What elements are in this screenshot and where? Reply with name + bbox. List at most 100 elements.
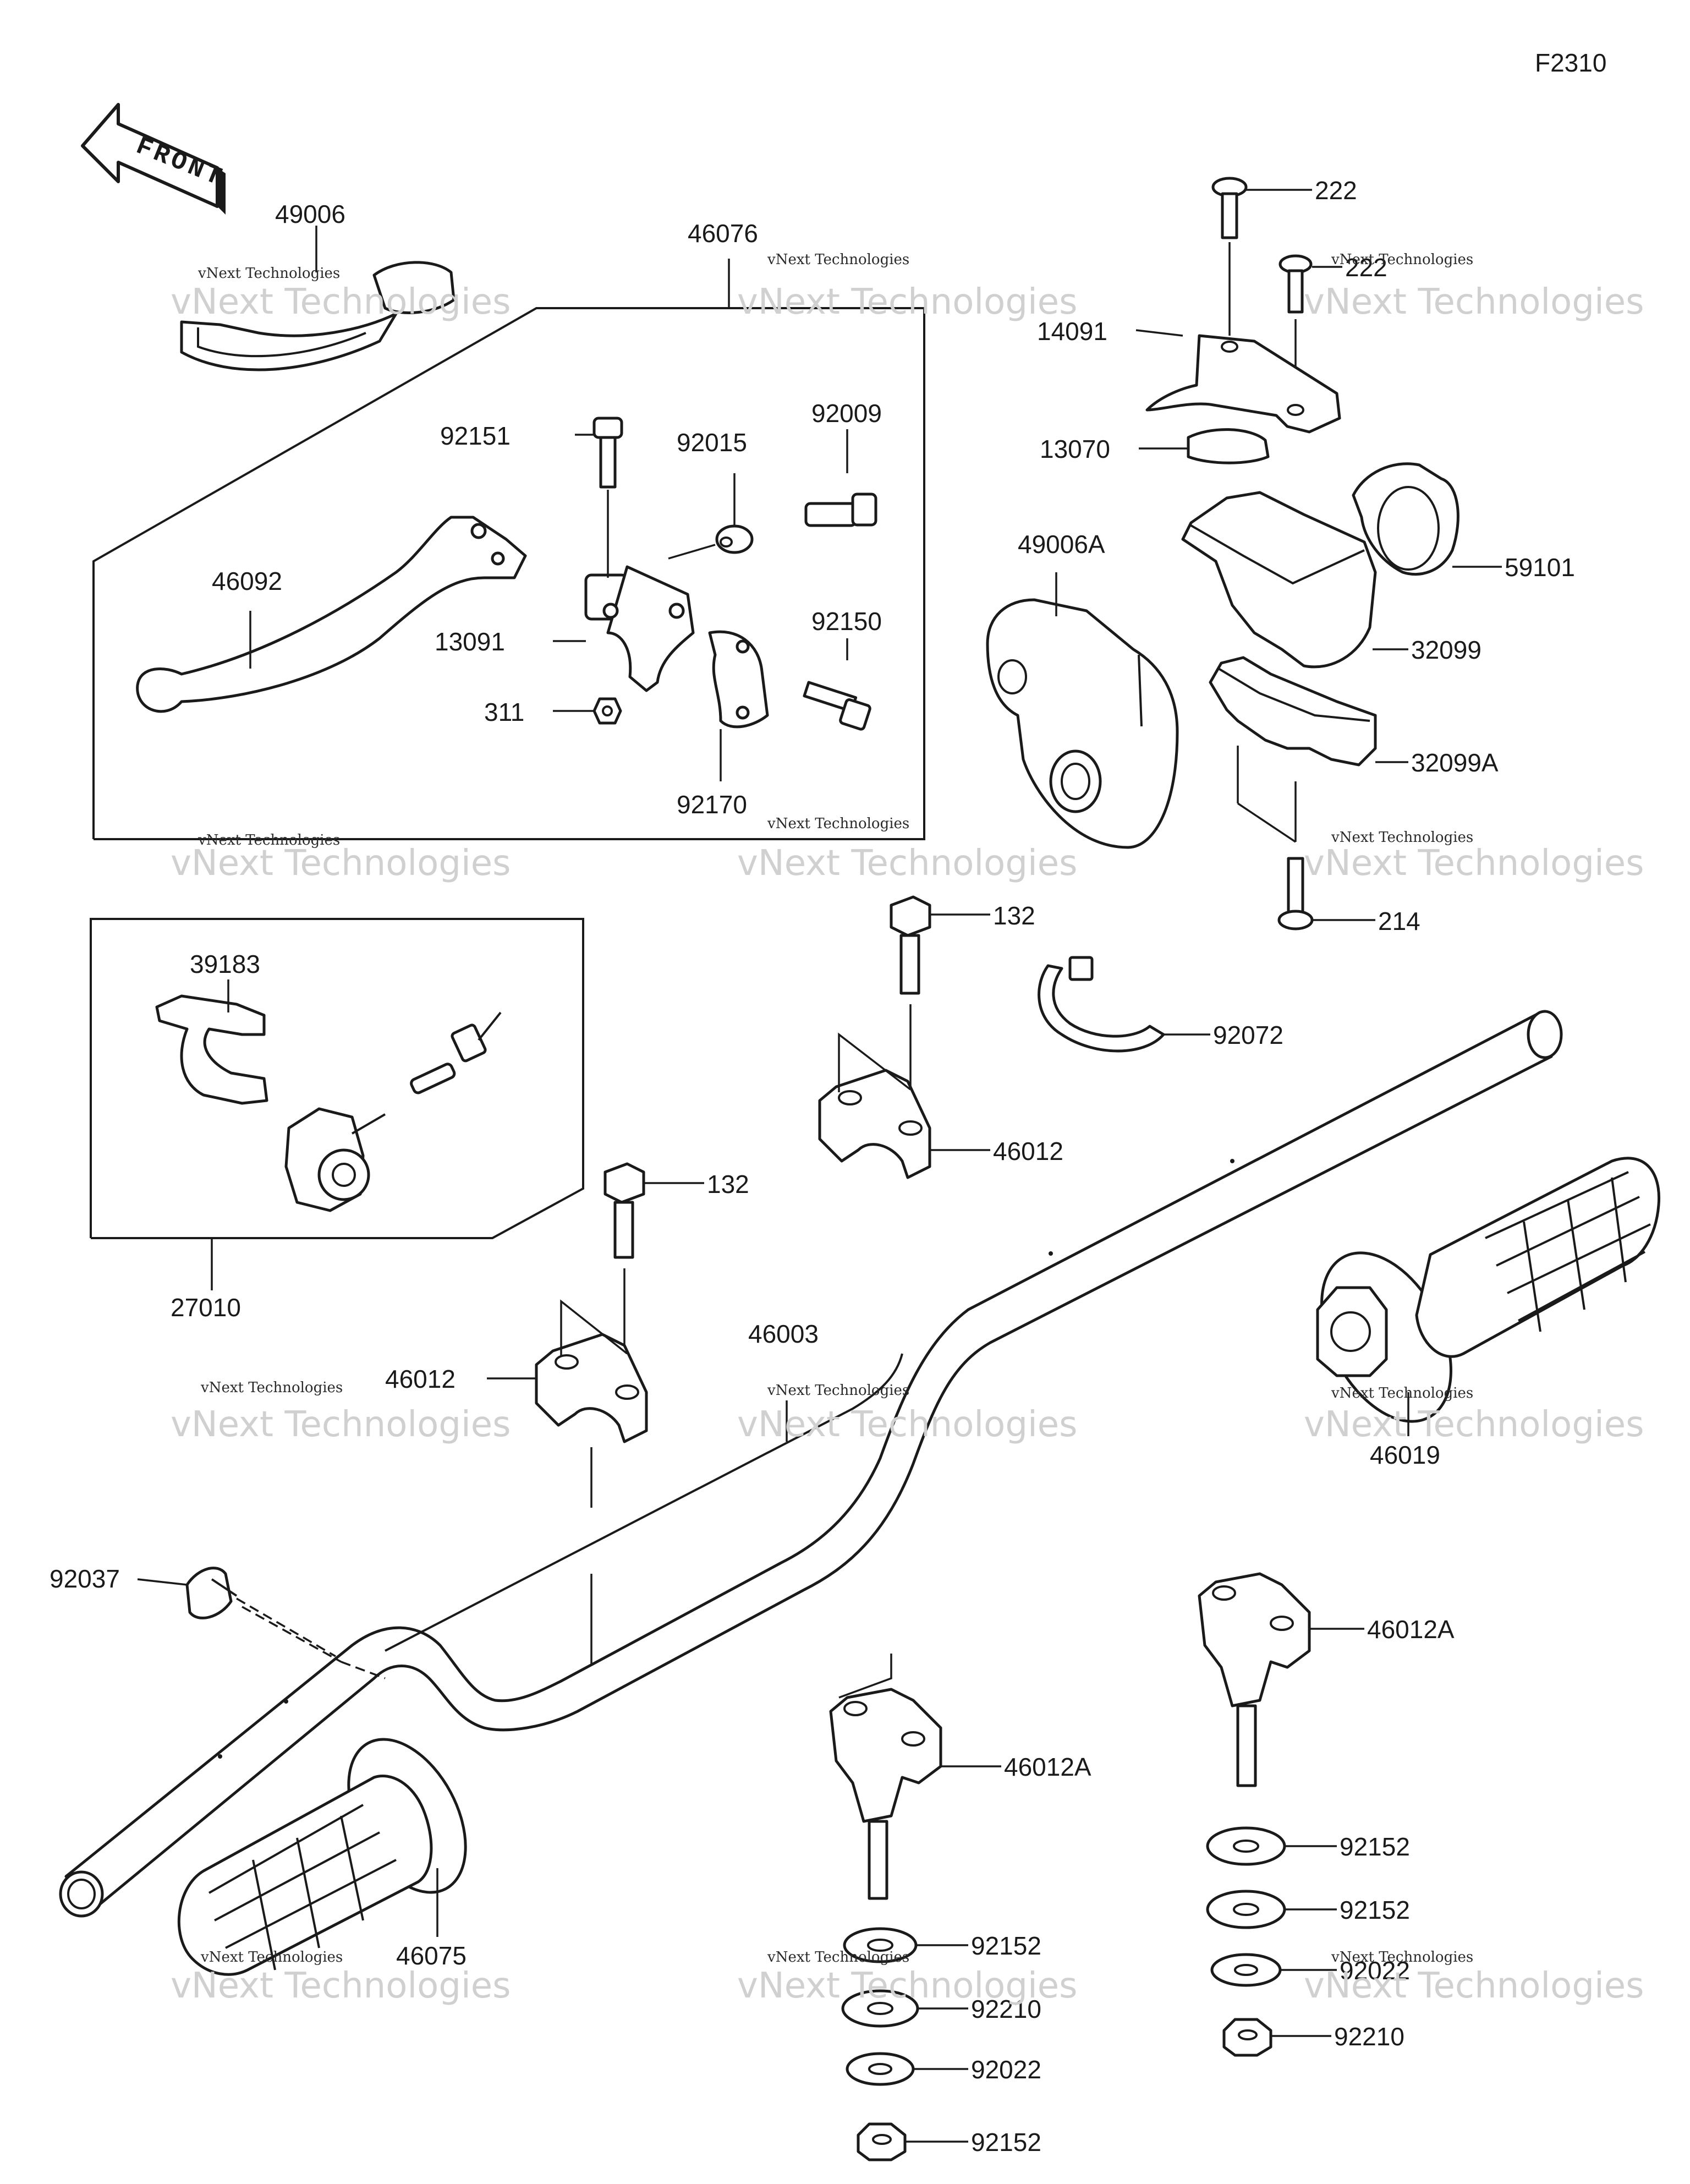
watermark-8-text: vNext Technologies	[767, 1382, 909, 1399]
screw-222-a	[1211, 177, 1248, 336]
watermark-1-back: vNext Technologies	[171, 282, 511, 322]
washer-92152-c	[1206, 1826, 1286, 1866]
label-92072: 92072	[1213, 1021, 1283, 1049]
watermark-3-text: vNext Technologies	[1331, 251, 1473, 268]
watermark-8-back: vNext Technologies	[737, 1404, 1077, 1445]
throttle-case-32099	[1181, 491, 1377, 669]
watermark-7-back: vNext Technologies	[171, 1404, 511, 1445]
label-46092: 46092	[212, 567, 282, 595]
label-222-b: 222	[1345, 253, 1387, 282]
watermark-5-back: vNext Technologies	[737, 843, 1077, 884]
label-27010: 27010	[171, 1293, 241, 1322]
watermark-4-text: vNext Technologies	[197, 832, 340, 849]
watermark-9-text: vNext Technologies	[1331, 1385, 1473, 1402]
lever-guard-49006	[180, 226, 456, 371]
handlebar-46003	[59, 1010, 1563, 1918]
label-46012A-a: 46012A	[1367, 1615, 1455, 1644]
washer-92022-a	[846, 2052, 915, 2086]
label-222-a: 222	[1315, 176, 1357, 205]
bolt-132-b	[603, 1162, 645, 1351]
throttle-housing-49006A	[986, 572, 1179, 849]
watermark-5: vNext Technologies vNext Technologies	[737, 815, 1077, 884]
kill-switch	[284, 1011, 502, 1212]
washer-92152-b	[841, 1989, 919, 2028]
watermark-6: vNext Technologies vNext Technologies	[1304, 829, 1644, 884]
nut-92210-a	[857, 2122, 907, 2161]
label-49006A: 49006A	[1018, 530, 1105, 559]
watermark-11-text: vNext Technologies	[767, 1949, 909, 1966]
label-92210-b: 92210	[1334, 2022, 1404, 2051]
label-32099A: 32099A	[1411, 748, 1499, 777]
watermark-2: vNext Technologies vNext Technologies	[737, 251, 1077, 322]
diagram-code: F2310	[1535, 48, 1606, 77]
adjuster-92009	[804, 429, 877, 527]
watermark-3: vNext Technologies vNext Technologies	[1304, 251, 1644, 322]
watermark-11: vNext Technologies vNext Technologies	[737, 1949, 1077, 2006]
watermark-2-text: vNext Technologies	[767, 251, 909, 268]
front-arrow-icon: FRONT	[81, 103, 228, 215]
lever-group-box	[92, 307, 925, 840]
label-92210-a: 92152	[971, 2128, 1041, 2156]
label-214: 214	[1378, 907, 1420, 935]
watermark-9-back: vNext Technologies	[1304, 1404, 1644, 1445]
watermark-12: vNext Technologies vNext Technologies	[1304, 1949, 1644, 2006]
label-13091: 13091	[435, 627, 505, 656]
label-92022-b: 92022	[1340, 1956, 1410, 1985]
label-46075: 46075	[396, 1941, 467, 1970]
watermark-3-back: vNext Technologies	[1304, 282, 1644, 322]
label-132-a: 132	[993, 901, 1035, 930]
grip-46019	[1316, 1157, 1661, 1436]
watermark-8: vNext Technologies vNext Technologies	[737, 1382, 1077, 1445]
throttle-case-32099A	[1209, 656, 1377, 843]
watermark-9: vNext Technologies vNext Technologies	[1304, 1385, 1644, 1445]
label-92152-b: 92152	[971, 1931, 1041, 1960]
label-92152-c: 92152	[1340, 1896, 1410, 1924]
watermark-4: vNext Technologies vNext Technologies	[171, 832, 511, 884]
watermark-6-text: vNext Technologies	[1331, 829, 1473, 846]
lever-holder-13091	[584, 565, 769, 729]
bolt-132-a	[890, 895, 931, 1090]
handlebar-clamp-46012-top	[818, 1032, 931, 1179]
watermark-10-back: vNext Technologies	[171, 1966, 511, 2006]
bolt-92151	[592, 417, 623, 578]
watermark-7-text: vNext Technologies	[200, 1380, 343, 1396]
label-46019: 46019	[1370, 1441, 1440, 1469]
leader-lines	[137, 189, 1502, 2143]
riser-46012A-left	[829, 1654, 942, 1900]
screw-222-b	[1279, 254, 1313, 402]
label-92170: 92170	[677, 790, 747, 819]
riser-46012A-right	[1198, 1572, 1311, 1787]
label-13070: 13070	[1040, 435, 1110, 463]
label-92009: 92009	[811, 399, 882, 428]
nut-311	[592, 697, 622, 725]
watermark-1-text: vNext Technologies	[197, 265, 340, 282]
clip-92037	[185, 1567, 336, 1657]
clutch-lever-46092	[136, 516, 527, 713]
watermark-2-back: vNext Technologies	[737, 282, 1077, 322]
label-14091: 14091	[1037, 317, 1107, 346]
nut-92015	[715, 524, 754, 554]
label-92022-a: 92022	[971, 2055, 1041, 2084]
cable-guide-13070	[1187, 428, 1270, 464]
clamp-39183	[155, 979, 268, 1105]
watermarks: vNext Technologies vNext Technologies vN…	[171, 251, 1644, 2006]
watermark-1: vNext Technologies vNext Technologies	[171, 265, 511, 322]
label-59101: 59101	[1505, 553, 1575, 582]
nut-92210-b	[1222, 2018, 1272, 2057]
label-46076: 46076	[688, 219, 758, 248]
watermark-11-back: vNext Technologies	[737, 1966, 1077, 2006]
label-92151: 92151	[440, 422, 511, 450]
label-92152-a: 92152	[1340, 1832, 1410, 1861]
label-92037: 92037	[50, 1564, 120, 1593]
watermark-4-back: vNext Technologies	[171, 843, 511, 884]
watermark-12-text: vNext Technologies	[1331, 1949, 1473, 1966]
label-46003: 46003	[748, 1320, 819, 1348]
watermark-10: vNext Technologies vNext Technologies	[171, 1949, 511, 2006]
label-311: 311	[484, 698, 524, 726]
cable-tie-92072	[1038, 956, 1165, 1053]
label-92022-a-row: 92210	[971, 1995, 1041, 2023]
grip-46075	[177, 1738, 467, 1976]
washer-92152-d	[1206, 1890, 1286, 1929]
watermark-5-text: vNext Technologies	[767, 815, 909, 832]
